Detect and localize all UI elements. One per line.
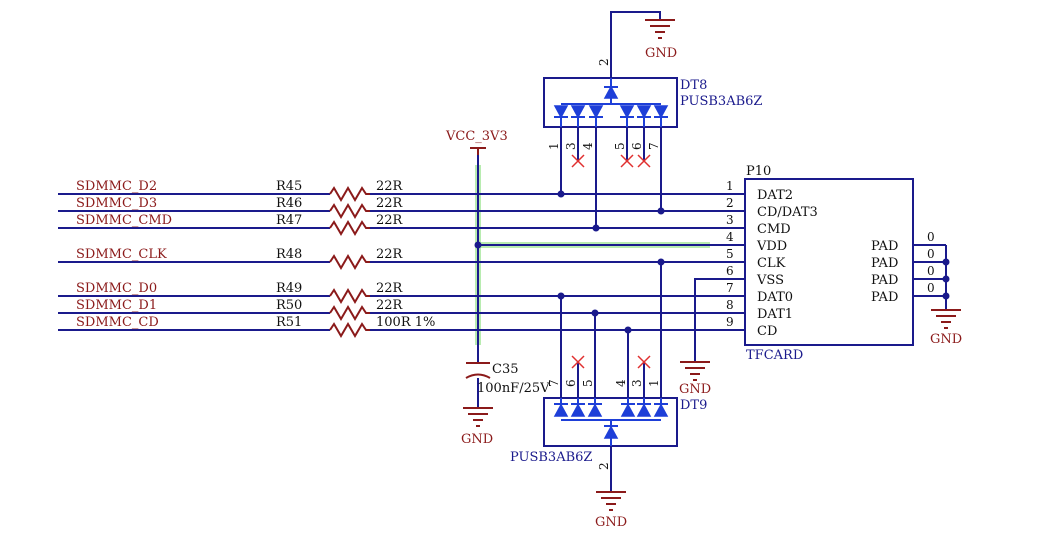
resistor-value: 22R xyxy=(376,247,404,262)
pin-number: 2 xyxy=(597,462,611,470)
tvs-dt8: DT8 PUSB3AB6Z xyxy=(543,77,762,128)
capacitor-value: 100nF/25V xyxy=(477,381,550,396)
resistor-ref: R49 xyxy=(276,281,302,296)
pin-number: 7 xyxy=(547,379,561,387)
resistor-labels: R45 22R R46 22R R47 22R R48 22R R49 22R … xyxy=(276,179,435,330)
pin-name: DAT1 xyxy=(757,307,793,322)
pin-number: 6 xyxy=(630,142,644,150)
resistor-value: 22R xyxy=(376,179,404,194)
net-label-d3: SDMMC_D3 xyxy=(76,196,157,211)
pin-name: VSS xyxy=(756,273,784,288)
pin-number: 6 xyxy=(726,264,734,278)
gnd-label: GND xyxy=(679,382,711,397)
pad-name: PAD xyxy=(871,290,898,305)
junction-dots xyxy=(474,190,950,334)
net-label-d0: SDMMC_D0 xyxy=(76,281,157,296)
pin-number: 8 xyxy=(726,298,734,312)
gnd-label: GND xyxy=(461,432,493,447)
pin-name: DAT2 xyxy=(757,188,793,203)
pin-number: 5 xyxy=(613,142,627,150)
resistor-ref: R51 xyxy=(276,315,302,330)
capacitor-ref: C35 xyxy=(492,362,519,377)
pin-name: VDD xyxy=(756,239,787,254)
dt8-no-connect xyxy=(571,154,651,168)
dt8-pin-numbers: 2 1 3 4 5 6 7 xyxy=(547,58,661,150)
net-label-cd: SDMMC_CD xyxy=(76,315,159,330)
resistor-value: 100R 1% xyxy=(376,315,435,330)
pad-number: 0 xyxy=(927,230,935,244)
vcc-label: VCC_3V3 xyxy=(445,129,508,144)
pad-number: 0 xyxy=(927,247,935,261)
pin-name: CMD xyxy=(757,222,791,237)
dt9-pin-numbers: 7 6 5 4 3 1 2 xyxy=(547,379,661,470)
connector-ref: P10 xyxy=(746,164,771,179)
pin-number: 2 xyxy=(726,196,734,210)
gnd-symbol-cap: GND xyxy=(461,407,493,447)
pin-number: 4 xyxy=(726,230,734,244)
pin-number: 7 xyxy=(647,142,661,150)
net-label-cmd: SDMMC_CMD xyxy=(76,213,172,228)
resistor-ref: R48 xyxy=(276,247,302,262)
gnd-label: GND xyxy=(930,332,962,347)
resistor-ref: R47 xyxy=(276,213,302,228)
gnd-symbol-vss: GND xyxy=(679,361,711,397)
pin-number: 2 xyxy=(597,58,611,66)
signal-wires xyxy=(58,11,947,492)
pad-number: 0 xyxy=(927,264,935,278)
pin-name: CD/DAT3 xyxy=(757,205,818,220)
resistor-ref: R50 xyxy=(276,298,302,313)
tvs-ref: DT8 xyxy=(680,78,707,93)
vcc-power-port: VCC_3V3 xyxy=(445,129,508,155)
pin-number: 9 xyxy=(726,315,734,329)
pin-number: 1 xyxy=(647,379,661,387)
gnd-label: GND xyxy=(645,46,677,61)
tvs-dt9: DT9 PUSB3AB6Z xyxy=(510,397,707,465)
pin-number: 1 xyxy=(547,142,561,150)
resistor-value: 22R xyxy=(376,196,404,211)
gnd-symbol-dt9: GND xyxy=(595,491,627,530)
pin-name: DAT0 xyxy=(757,290,793,305)
pin-number: 5 xyxy=(581,379,595,387)
resistors xyxy=(329,186,370,338)
pin-number: 3 xyxy=(564,142,578,150)
pin-number: 5 xyxy=(726,247,734,261)
resistor-ref: R45 xyxy=(276,179,302,194)
dt9-no-connect xyxy=(571,355,651,369)
pin-number: 4 xyxy=(581,142,595,150)
resistor-value: 22R xyxy=(376,298,404,313)
tvs-ref: DT9 xyxy=(680,398,707,413)
resistor-ref: R46 xyxy=(276,196,302,211)
pin-number: 3 xyxy=(630,379,644,387)
pin-number: 1 xyxy=(726,179,734,193)
pad-name: PAD xyxy=(871,256,898,271)
pad-name: PAD xyxy=(871,273,898,288)
pin-name: CD xyxy=(757,324,777,339)
pad-name: PAD xyxy=(871,239,898,254)
connector-name: TFCARD xyxy=(746,348,803,363)
pin-number: 4 xyxy=(614,379,628,387)
tvs-part: PUSB3AB6Z xyxy=(510,450,592,465)
pin-name: CLK xyxy=(757,256,786,271)
net-labels: SDMMC_D2 SDMMC_D3 SDMMC_CMD SDMMC_CLK SD… xyxy=(76,179,172,330)
pad-number: 0 xyxy=(927,281,935,295)
net-label-d2: SDMMC_D2 xyxy=(76,179,157,194)
tvs-part: PUSB3AB6Z xyxy=(680,94,762,109)
capacitor-c35: C35 100nF/25V xyxy=(465,362,550,396)
pin-number: 7 xyxy=(726,281,734,295)
net-label-d1: SDMMC_D1 xyxy=(76,298,157,313)
net-label-clk: SDMMC_CLK xyxy=(76,247,167,262)
connector-p10: P10 TFCARD 1 2 3 4 5 6 7 8 9 DAT2 CD/DAT… xyxy=(726,164,935,363)
resistor-value: 22R xyxy=(376,213,404,228)
resistor-value: 22R xyxy=(376,281,404,296)
gnd-label: GND xyxy=(595,515,627,530)
gnd-symbol-dt8: GND xyxy=(645,19,677,61)
pin-number: 6 xyxy=(564,379,578,387)
pin-number: 3 xyxy=(726,213,734,227)
gnd-symbol-pad: GND xyxy=(930,309,962,347)
